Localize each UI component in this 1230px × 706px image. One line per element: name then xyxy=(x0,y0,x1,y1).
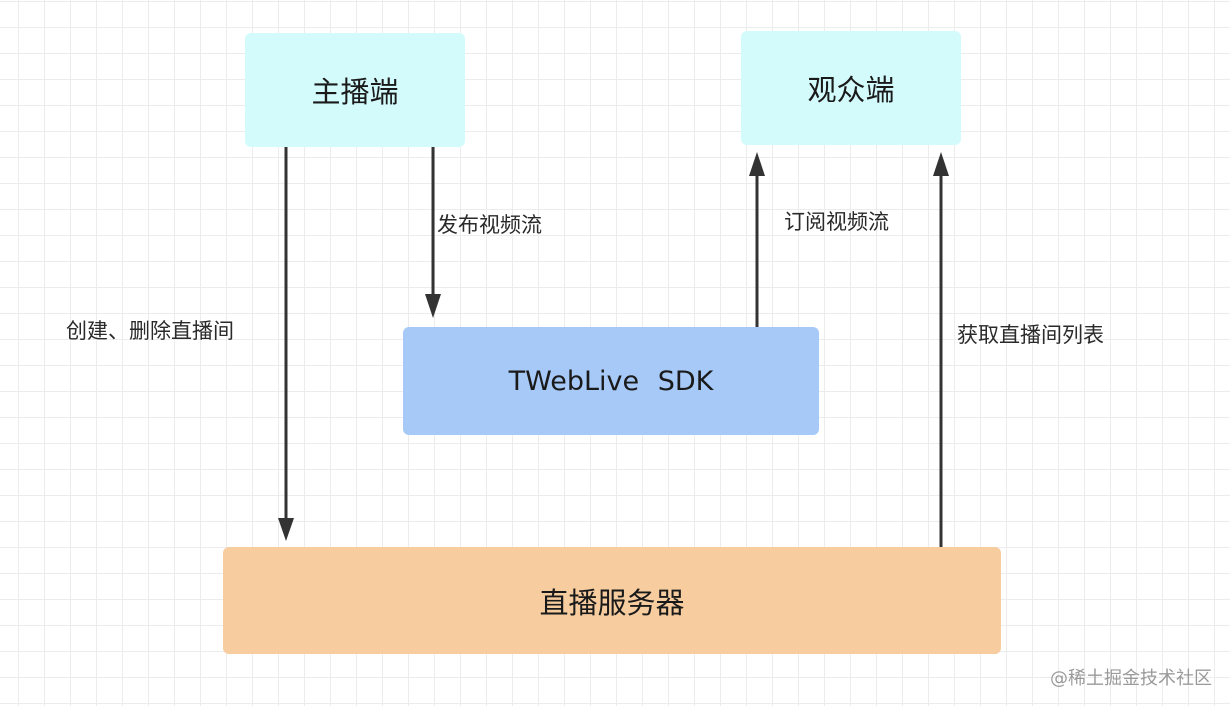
edge-label-subscribe: 订阅视频流 xyxy=(784,210,889,234)
edge-label-publish: 发布视频流 xyxy=(437,213,542,237)
arrowhead-down-icon xyxy=(278,518,294,541)
edge-create-delete-room xyxy=(278,147,294,541)
node-audience-label: 观众端 xyxy=(807,73,895,107)
edge-publish-stream xyxy=(425,143,441,318)
arrowhead-up-icon xyxy=(749,152,765,176)
arrowhead-down-icon xyxy=(425,294,441,318)
edge-get-room-list xyxy=(933,152,949,548)
arrowhead-up-icon xyxy=(933,152,949,176)
node-server[interactable]: 直播服务器 xyxy=(223,547,1001,654)
edge-label-room-list: 获取直播间列表 xyxy=(957,323,1104,347)
edge-label-create-delete: 创建、删除直播间 xyxy=(66,319,234,343)
node-server-label: 直播服务器 xyxy=(539,585,685,620)
watermark: @稀土掘金技术社区 xyxy=(1050,668,1212,689)
node-sdk-label: TWebLive SDK xyxy=(508,365,714,397)
edge-subscribe-stream xyxy=(749,152,765,327)
node-sdk[interactable]: TWebLive SDK xyxy=(403,327,819,435)
node-anchor[interactable]: 主播端 xyxy=(245,33,465,147)
node-anchor-label: 主播端 xyxy=(311,75,399,109)
node-audience[interactable]: 观众端 xyxy=(741,31,961,145)
